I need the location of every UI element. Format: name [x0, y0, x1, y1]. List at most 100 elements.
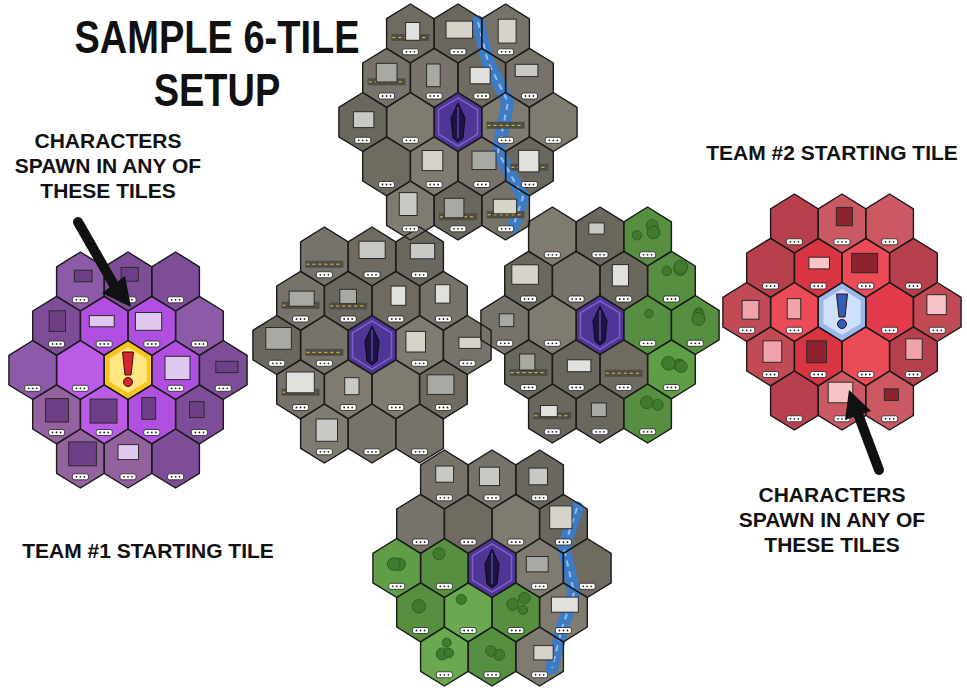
slot-dot — [555, 254, 557, 256]
hex-outline — [152, 341, 200, 400]
hex-glow — [109, 347, 146, 393]
slot-indicator — [858, 283, 874, 289]
hex-outline — [324, 360, 372, 419]
slot-dot — [643, 254, 645, 256]
slot-indicator — [436, 495, 452, 501]
hex-space — [576, 384, 624, 443]
building — [836, 207, 852, 225]
slot-dot — [869, 285, 871, 287]
slot-dot — [131, 476, 133, 478]
slot-dot — [515, 541, 517, 543]
slot-dot — [533, 95, 535, 97]
tree — [433, 548, 445, 560]
building — [927, 295, 946, 315]
slot-indicator — [316, 449, 332, 455]
crystal-facet — [599, 310, 600, 341]
slot-dot — [547, 431, 549, 433]
slot-dot — [390, 184, 392, 186]
hex-space — [348, 404, 396, 463]
slot-dot — [375, 451, 377, 453]
tree — [442, 638, 451, 647]
hex-outline — [33, 296, 81, 355]
slot-indicator — [810, 372, 826, 378]
slot-dot — [453, 228, 455, 230]
slot-dot — [99, 432, 101, 434]
slot-dot — [343, 407, 345, 409]
callout-arrow — [78, 222, 131, 307]
slot-dot — [817, 374, 819, 376]
slot-dot — [651, 431, 653, 433]
slot-dot — [171, 387, 173, 389]
hex-space — [301, 404, 349, 463]
slot-dot — [509, 51, 511, 53]
slot-dot — [60, 343, 62, 345]
hex-outline — [387, 181, 435, 240]
slot-dot — [529, 184, 531, 186]
slot-dot — [501, 51, 503, 53]
slot-indicator — [96, 430, 112, 436]
hex-inner-ring — [353, 321, 392, 369]
building — [446, 21, 473, 38]
slot-indicator — [929, 327, 945, 333]
slot-dot — [171, 476, 173, 478]
exclamation-dot — [838, 320, 847, 329]
building — [406, 23, 420, 41]
slot-dot — [413, 51, 415, 53]
slot-dot — [515, 630, 517, 632]
slot-dot — [667, 387, 669, 389]
hex-details — [46, 19, 947, 660]
slot-indicator — [616, 385, 632, 391]
hex-outline — [372, 271, 420, 330]
hex-inner-ring — [581, 301, 620, 349]
slot-dot — [127, 476, 129, 478]
slot-dot — [817, 285, 819, 287]
slot-dot — [300, 318, 302, 320]
tree — [387, 558, 400, 571]
hex-outline — [913, 283, 961, 342]
slot-dot — [467, 630, 469, 632]
slot-indicator — [882, 416, 898, 422]
slot-dot — [535, 497, 537, 499]
arrow-shaft — [78, 222, 114, 285]
slot-indicator — [498, 226, 514, 232]
slot-dot — [643, 342, 645, 344]
slot-dot — [413, 139, 415, 141]
hex-outline — [890, 327, 938, 386]
hex-outline — [387, 93, 435, 152]
slot-dot — [405, 139, 407, 141]
slot-dot — [543, 674, 545, 676]
slot-indicator — [120, 474, 136, 480]
slot-indicator — [640, 429, 656, 435]
slot-indicator — [388, 316, 404, 322]
building — [410, 243, 434, 258]
hex-outline — [152, 252, 200, 311]
slot-indicator — [412, 272, 428, 278]
building — [541, 406, 558, 417]
slot-dot — [491, 674, 493, 676]
hex-outline — [363, 48, 411, 107]
building — [427, 64, 441, 87]
slot-dot — [940, 329, 942, 331]
hex-outline — [301, 227, 349, 286]
road — [487, 122, 525, 129]
slot-indicator — [96, 341, 112, 347]
hex-outline — [624, 384, 672, 443]
hex-outline — [600, 340, 648, 399]
slot-dot — [304, 407, 306, 409]
slot-dot — [509, 228, 511, 230]
building — [499, 314, 514, 327]
hex-outline — [468, 539, 516, 598]
slot-dot — [470, 362, 472, 364]
hex-outline — [529, 296, 577, 355]
slot-dot — [415, 362, 417, 364]
building — [763, 341, 782, 363]
building — [135, 313, 161, 331]
slot-dot — [343, 318, 345, 320]
slot-dot — [599, 431, 601, 433]
slot-dot — [437, 95, 439, 97]
slot-dot — [509, 139, 511, 141]
hex-outline — [506, 48, 554, 107]
slot-dot — [391, 318, 393, 320]
slot-dot — [439, 407, 441, 409]
slot-dot — [917, 285, 919, 287]
